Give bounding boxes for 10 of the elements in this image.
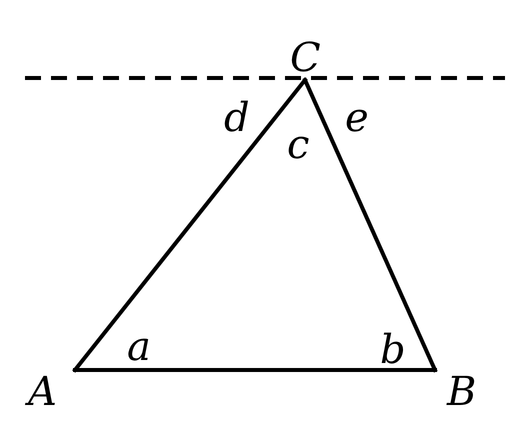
angle-label: b (380, 330, 406, 370)
triangle-side (303, 78, 437, 372)
vertex-label: C (290, 38, 321, 78)
angle-label: d (224, 98, 250, 138)
triangle-side (73, 78, 307, 372)
angle-label: e (345, 98, 369, 138)
vertex-label: B (447, 372, 476, 412)
triangle-side (73, 368, 437, 372)
angle-label: a (127, 327, 151, 367)
angle-label: c (287, 125, 310, 165)
